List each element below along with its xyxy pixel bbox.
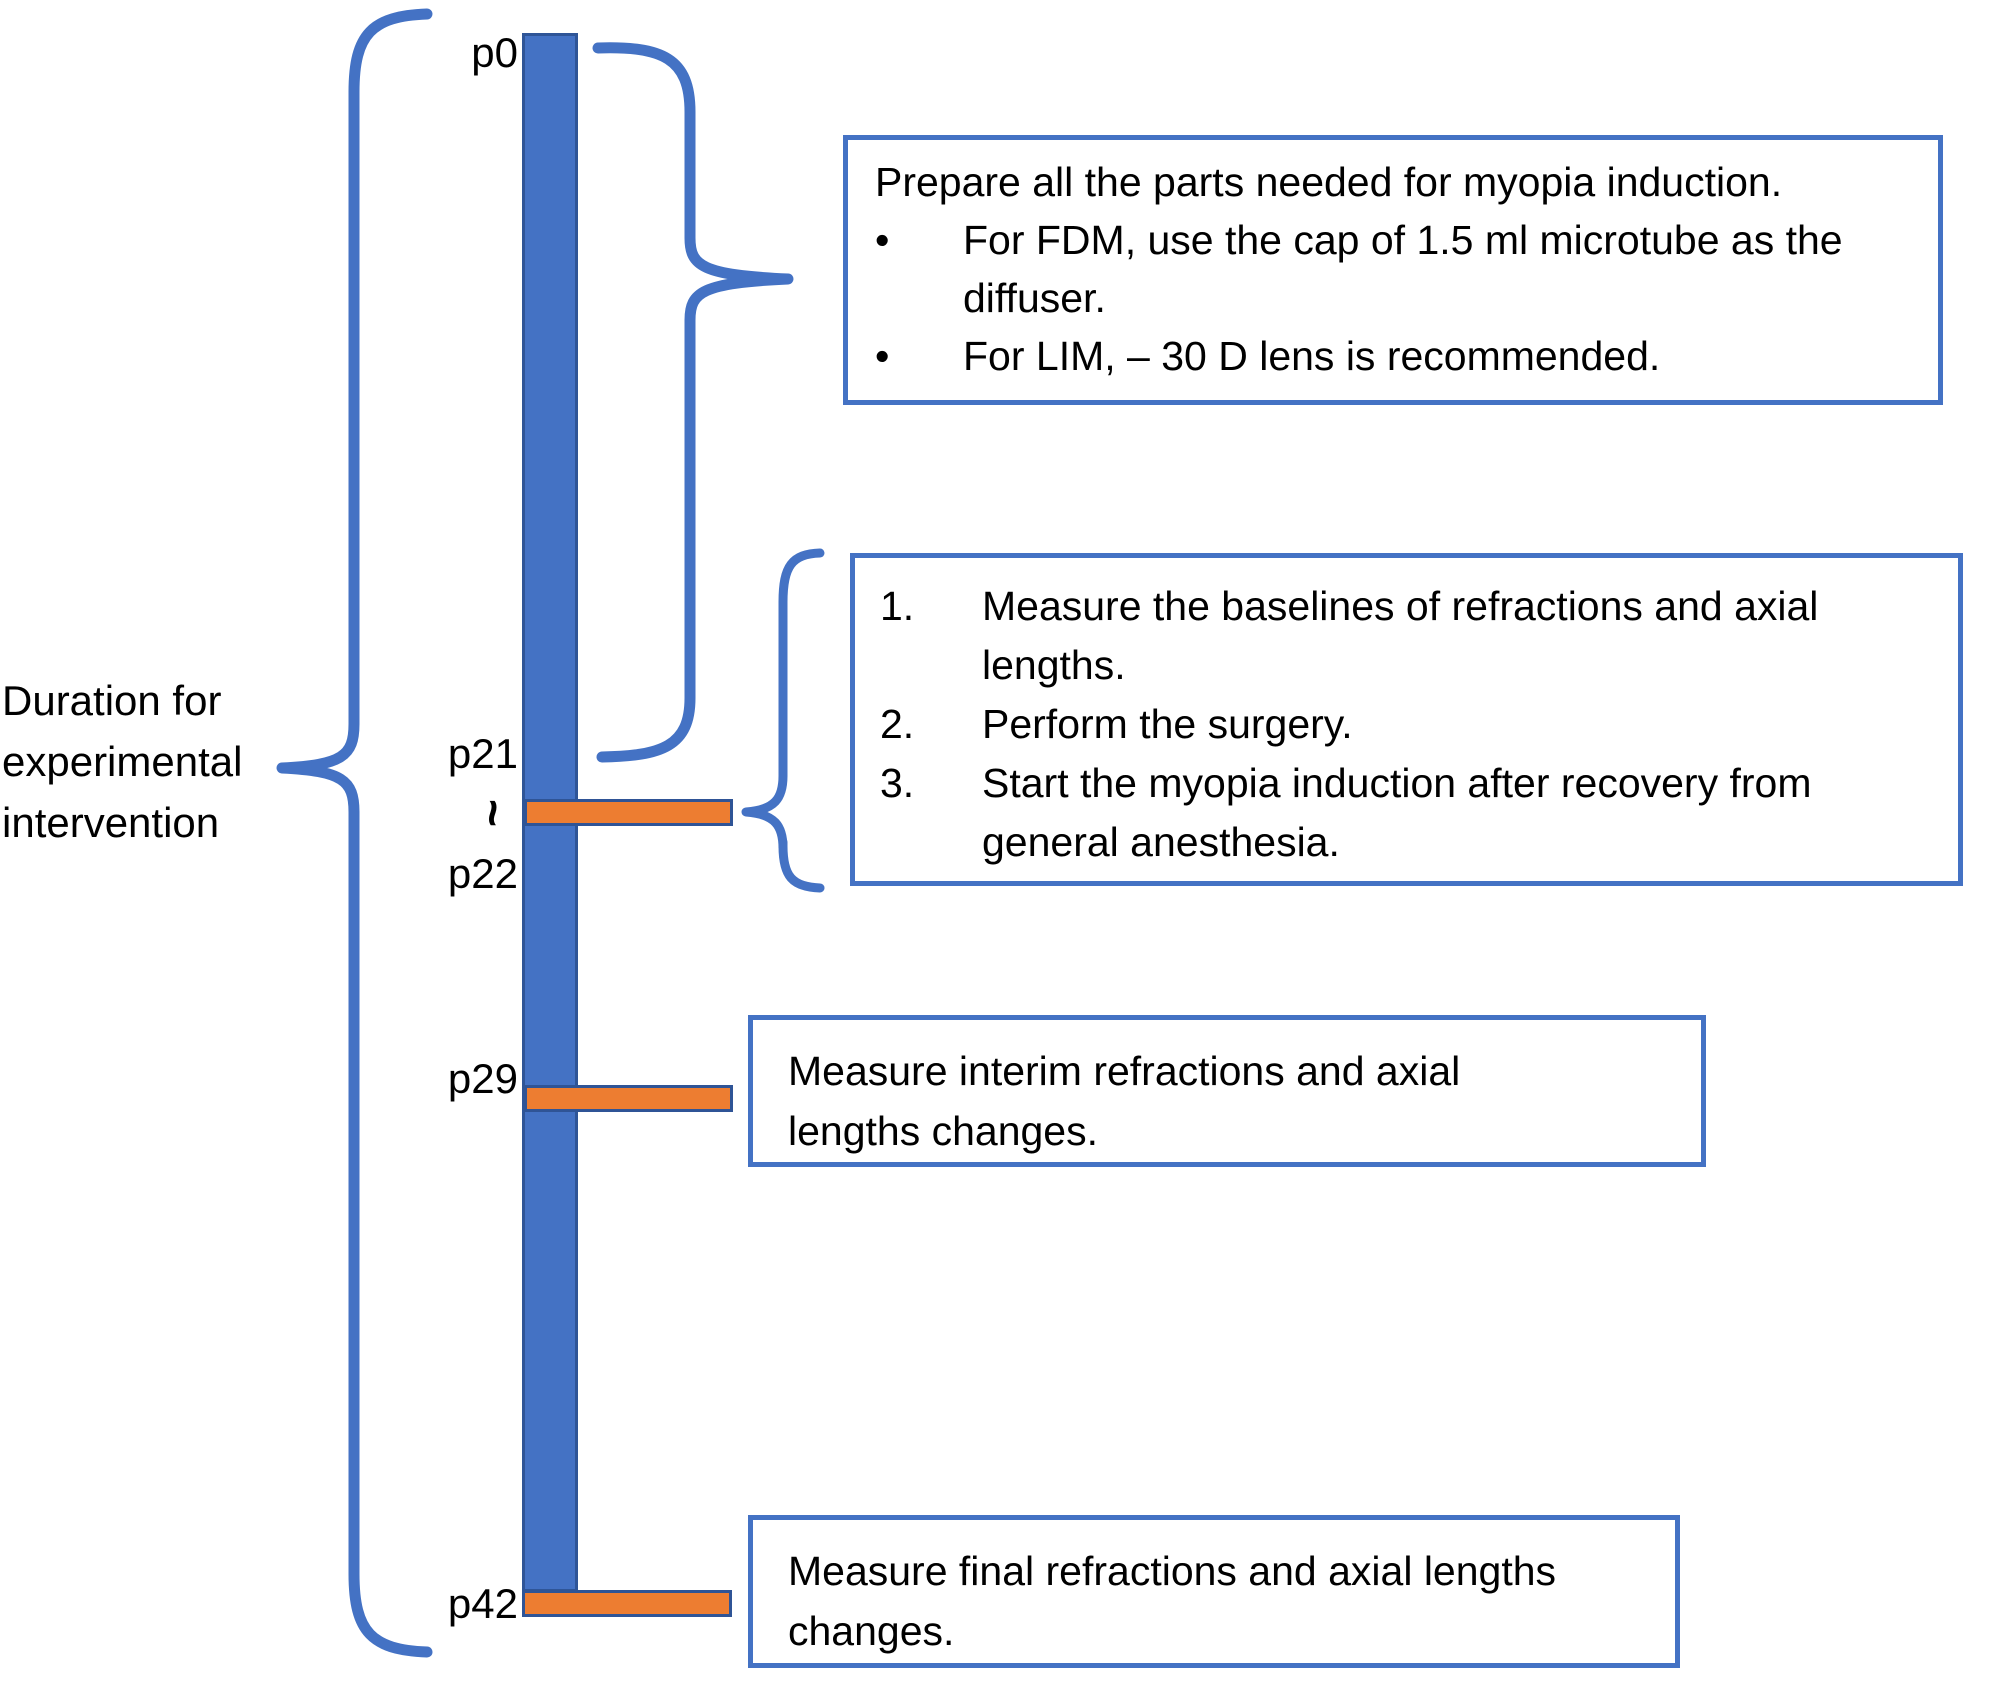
step-indent [880,636,982,695]
bullet-indent [875,269,963,327]
preparation-bullet-1-text: For FDM, use the cap of 1.5 ml microtube… [963,217,1843,263]
bullet-glyph: • [875,333,890,379]
step-3: 3. Start the myopia induction after reco… [880,754,1944,813]
step-1-cont: lengths. [880,636,1944,695]
label-p0: p0 [471,29,518,76]
duration-caption-line: intervention [2,799,220,846]
step-3-number: 3. [880,760,915,806]
preparation-bullet-2-text: For LIM, – 30 D lens is recommended. [963,333,1661,379]
duration-left-brace [276,8,433,1658]
marker-p29 [524,1085,733,1112]
final-line-2: changes. [788,1608,955,1654]
surgery-day-brace [741,548,825,893]
label-p42: p42 [447,1580,518,1627]
step-1-text2: lengths. [982,642,1126,688]
step-2-text: Perform the surgery. [982,701,1353,747]
label-p29: p29 [447,1055,518,1102]
preparation-bullet-1-text2: diffuser. [963,275,1106,321]
preparation-bullet-2: • For LIM, – 30 D lens is recommended. [875,327,1924,385]
interim-measure-box: Measure interim refractions and axial le… [748,1015,1706,1167]
step-2-number: 2. [880,701,915,747]
duration-caption: Duration for experimental intervention [2,670,292,853]
interim-line-1: Measure interim refractions and axial [788,1048,1461,1094]
step-1-text: Measure the baselines of refractions and… [982,583,1819,629]
timeline-break-squiggle: ~ [466,798,520,828]
preparation-bullet-1-cont: diffuser. [875,269,1924,327]
step-1-number: 1. [880,583,915,629]
baseline-steps-box: 1. Measure the baselines of refractions … [850,553,1963,886]
preparation-bullet-1: • For FDM, use the cap of 1.5 ml microtu… [875,211,1924,269]
duration-caption-line: experimental [2,738,243,785]
final-line-1: Measure final refractions and axial leng… [788,1548,1557,1594]
label-p22: p22 [447,850,518,897]
label-p21: p21 [447,730,518,777]
p0-p21-brace [592,42,794,763]
interim-line-2: lengths changes. [788,1108,1099,1154]
step-3-cont: general anesthesia. [880,813,1944,872]
step-3-text2: general anesthesia. [982,819,1340,865]
marker-p42 [522,1590,732,1617]
bullet-glyph: • [875,217,890,263]
marker-surgery-day [524,799,733,826]
step-1: 1. Measure the baselines of refractions … [880,577,1944,636]
step-indent [880,813,982,872]
step-2: 2. Perform the surgery. [880,695,1944,754]
duration-caption-line: Duration for [2,677,222,724]
final-measure-box: Measure final refractions and axial leng… [748,1515,1680,1668]
preparation-box: Prepare all the parts needed for myopia … [843,135,1943,405]
step-3-text: Start the myopia induction after recover… [982,760,1812,806]
preparation-intro: Prepare all the parts needed for myopia … [875,159,1783,205]
